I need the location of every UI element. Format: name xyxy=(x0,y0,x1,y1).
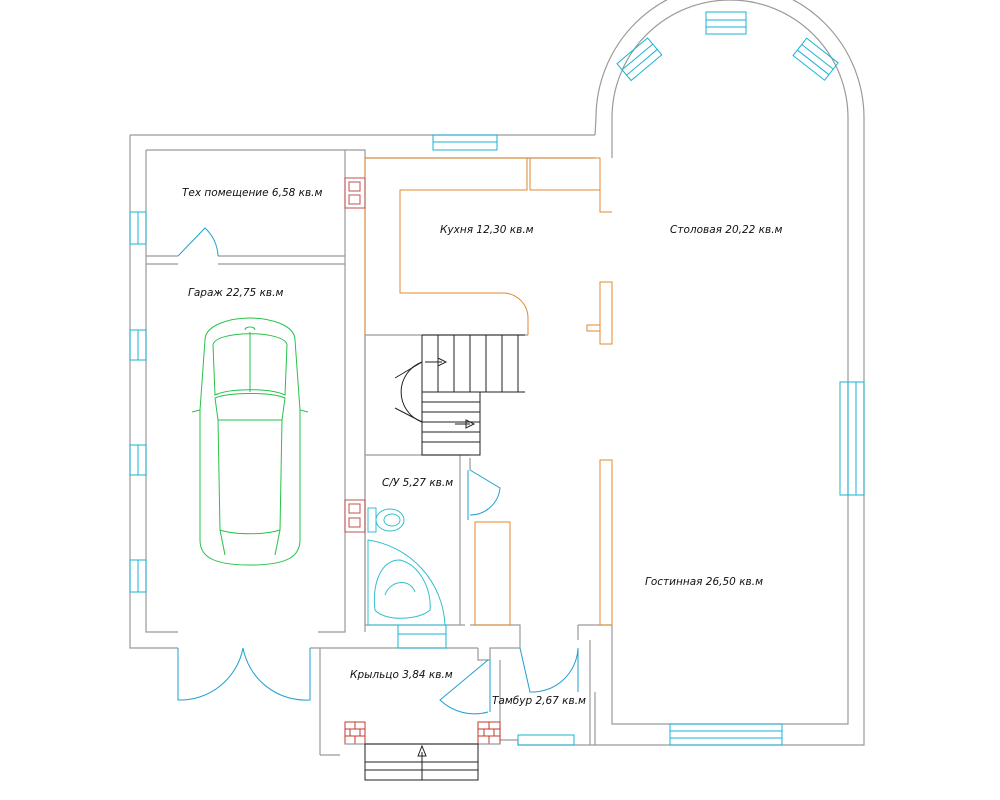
label-kitchen: Кухня 12,30 кв.м xyxy=(440,224,534,236)
window xyxy=(705,11,747,35)
doors xyxy=(177,227,579,715)
windows xyxy=(129,11,865,746)
window xyxy=(839,381,865,496)
label-porch: Крыльцо 3,84 кв.м xyxy=(350,669,453,681)
window xyxy=(397,624,447,649)
outer-walls xyxy=(129,0,865,756)
label-vestibule: Тамбур 2,67 кв.м xyxy=(492,695,586,707)
bathtub-icon xyxy=(367,539,446,626)
label-dining: Столовая 20,22 кв.м xyxy=(670,224,783,236)
plumbing xyxy=(367,507,446,626)
window xyxy=(669,723,783,746)
window xyxy=(792,37,839,81)
vent-blocks xyxy=(344,177,366,533)
porch-entrance xyxy=(344,721,501,781)
staircase xyxy=(394,334,525,456)
window xyxy=(517,734,575,746)
room-labels: Тех помещение 6,58 кв.м Гараж 22,75 кв.м… xyxy=(182,187,783,707)
window xyxy=(616,37,663,82)
toilet-icon xyxy=(367,507,405,533)
label-bathroom: С/У 5,27 кв.м xyxy=(382,477,453,489)
car-icon xyxy=(191,317,309,566)
label-tech-room: Тех помещение 6,58 кв.м xyxy=(182,187,323,199)
label-living: Гостинная 26,50 кв.м xyxy=(645,576,763,588)
label-garage: Гараж 22,75 кв.м xyxy=(188,287,283,299)
